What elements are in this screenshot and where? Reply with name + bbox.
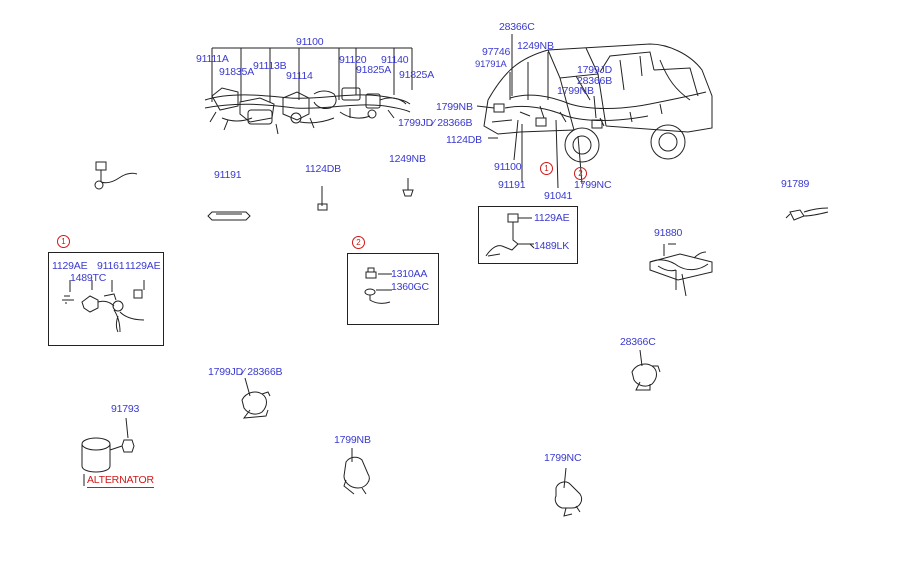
part-91880-drawing bbox=[649, 243, 713, 297]
part-1799nb-drawing bbox=[343, 448, 370, 495]
label-1799jd-right: 1799JD bbox=[577, 64, 612, 76]
label-28366c: 28366C bbox=[620, 336, 656, 348]
label-1799nc: 1799NC bbox=[544, 452, 582, 464]
detail-box-2-drawing bbox=[364, 267, 392, 304]
label-91140: 91140 bbox=[381, 54, 409, 66]
label-1799jd-28366b: 1799JD⁄ 28366B bbox=[208, 366, 283, 378]
label-91100: 91100 bbox=[296, 36, 324, 48]
label-1799nb-left: 1799NB bbox=[436, 101, 473, 113]
label-1489lk: 1489LK bbox=[534, 240, 570, 252]
label-alternator: ALTERNATOR bbox=[87, 474, 154, 488]
label-1249nb: 1249NB bbox=[389, 153, 426, 165]
label-91113b: 91113B bbox=[253, 60, 287, 72]
part-1124db-drawing bbox=[317, 186, 328, 211]
vehicle-outline-drawing bbox=[476, 34, 713, 189]
callout-marker-2: 2 bbox=[352, 236, 365, 249]
label-1249nb-top: 1249NB bbox=[517, 40, 554, 52]
label-91880: 91880 bbox=[654, 227, 683, 239]
label-1129ae-a: 1129AE bbox=[52, 260, 88, 272]
label-1799nb-right: 1799NB bbox=[557, 85, 594, 97]
detail-box-1 bbox=[48, 252, 164, 346]
label-91825a-1: 91825A bbox=[356, 64, 392, 76]
detail-box-2 bbox=[347, 253, 439, 325]
detail-box-1129ae bbox=[478, 206, 578, 264]
callout-marker-1: 1 bbox=[57, 235, 70, 248]
label-91120: 91120 bbox=[339, 54, 367, 66]
label-28366c-top: 28366C bbox=[499, 21, 535, 33]
part-28366c-drawing bbox=[631, 349, 661, 391]
label-1799nb: 1799NB bbox=[334, 434, 371, 446]
label-91111a: 91111A bbox=[196, 53, 229, 65]
part-1799jd-28366b-drawing bbox=[241, 377, 271, 419]
label-1124db-top: 1124DB bbox=[446, 134, 482, 146]
label-91825a-2: 91825A bbox=[399, 69, 435, 81]
part-1799nc-drawing bbox=[554, 467, 583, 517]
label-91793: 91793 bbox=[111, 403, 140, 415]
label-1129ae-box: 1129AE bbox=[534, 212, 570, 224]
label-91161: 91161 bbox=[97, 260, 125, 272]
detail-box-1129ae-drawing bbox=[485, 213, 535, 257]
label-91835a: 91835A bbox=[219, 66, 255, 78]
label-97746: 97746 bbox=[482, 46, 511, 58]
callout-marker-1-top: 1 bbox=[540, 162, 553, 175]
label-1489tc: 1489TC bbox=[70, 272, 107, 284]
label-91191: 91191 bbox=[214, 169, 242, 181]
label-1310aa: 1310AA bbox=[391, 268, 428, 280]
label-91789: 91789 bbox=[781, 178, 810, 190]
label-1799nc-top: 1799NC bbox=[574, 179, 612, 191]
part-91789-drawing bbox=[785, 207, 829, 221]
label-28366b-right: 28366B bbox=[577, 75, 613, 87]
main-harness-drawing bbox=[204, 47, 413, 135]
label-91100-bottom: 91100 bbox=[494, 161, 522, 173]
label-91041: 91041 bbox=[544, 190, 573, 202]
label-91191-bottom: 91191 bbox=[498, 179, 526, 191]
label-1124db: 1124DB bbox=[305, 163, 341, 175]
label-1360gc: 1360GC bbox=[391, 281, 429, 293]
label-91791a-top: 91791A bbox=[475, 59, 507, 70]
label-1799jd-28366b-left: 1799JD⁄ 28366B bbox=[398, 117, 473, 129]
part-1249nb-drawing bbox=[402, 178, 414, 197]
detail-box-1-drawing bbox=[62, 280, 145, 333]
callout-marker-2-top: 2 bbox=[574, 167, 587, 180]
label-1129ae-b: 1129AE bbox=[125, 260, 161, 272]
part-91791a-drawing bbox=[94, 161, 138, 190]
label-91114: 91114 bbox=[286, 70, 313, 82]
part-91793-alternator-drawing bbox=[81, 417, 135, 486]
part-91191-drawing bbox=[207, 211, 251, 221]
